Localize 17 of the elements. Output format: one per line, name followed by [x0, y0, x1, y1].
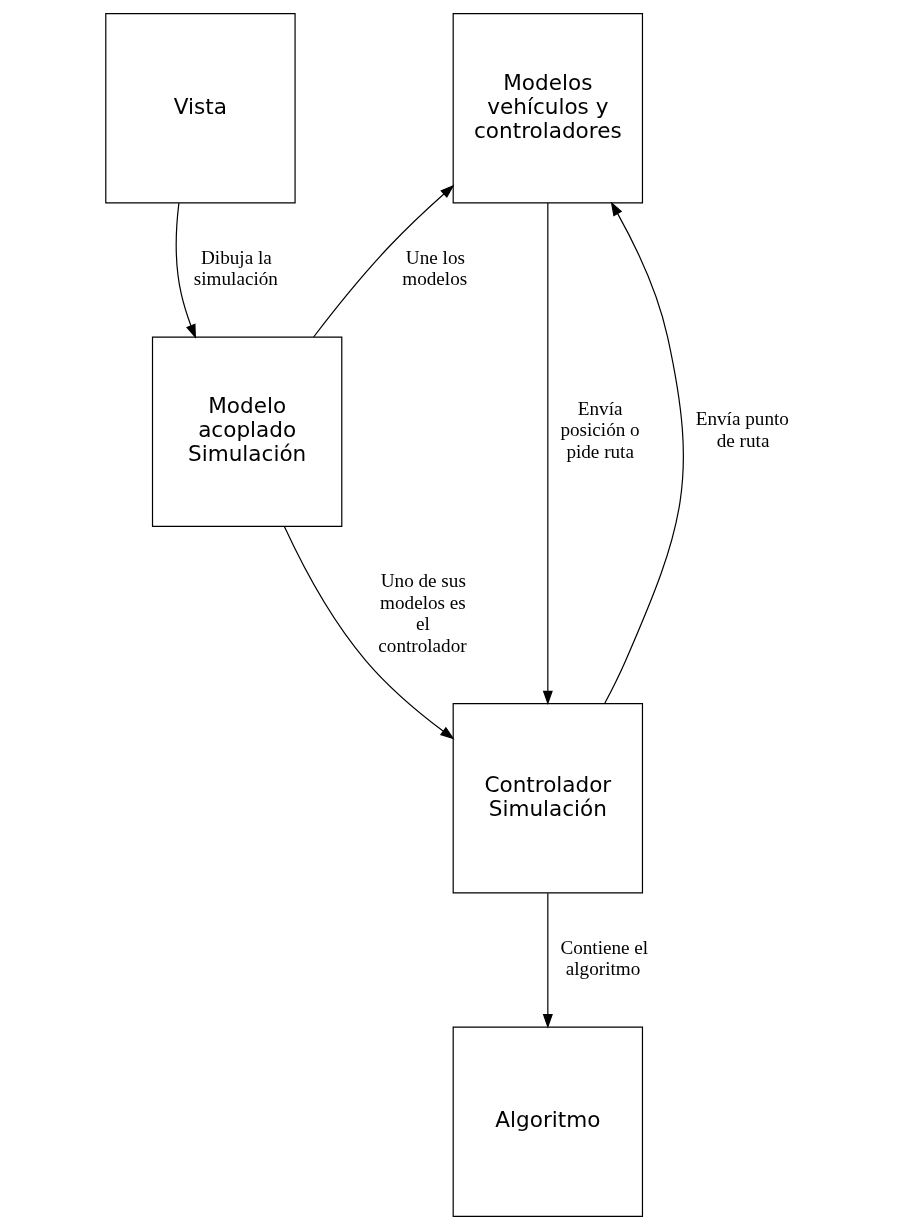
node-box: Modelo acoplado Simulación	[151, 336, 343, 527]
node-box: Vista	[105, 13, 296, 204]
arrow	[313, 184, 455, 338]
node-box: Controlador Simulación	[452, 703, 644, 894]
node-box: Algoritmo	[452, 1026, 644, 1217]
arrow	[542, 202, 553, 706]
arrow	[604, 201, 684, 704]
edge-label: Envía posición o pide ruta	[560, 397, 640, 462]
node-box: Modelos vehículos y controladores	[452, 13, 644, 204]
edge-label: Envía punto de ruta	[695, 408, 789, 452]
edge-label: Uno de sus modelos es el controlador	[378, 570, 467, 656]
edge-label: Dibuja la simulación	[193, 246, 278, 290]
edge-label: Une los modelos	[402, 246, 468, 290]
arrow	[175, 202, 197, 339]
edge-label: Contiene el algoritmo	[560, 936, 649, 980]
arrow	[283, 526, 455, 740]
arrow	[542, 892, 553, 1029]
